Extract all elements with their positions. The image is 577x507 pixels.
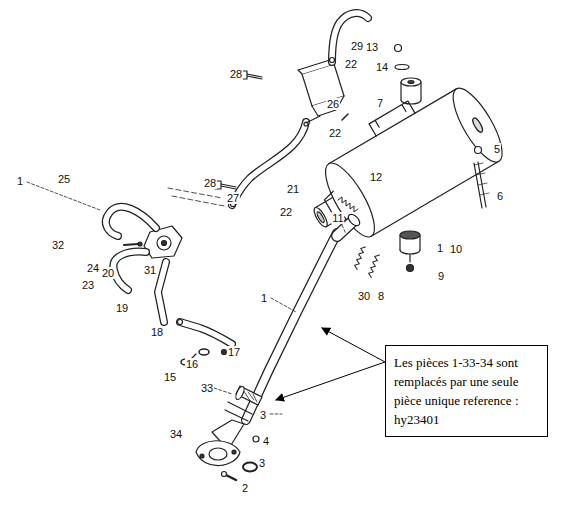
callout-number: 32	[51, 239, 65, 251]
callout-number: 25	[57, 173, 71, 185]
rubber-mount	[400, 231, 420, 272]
callout-number: 28	[229, 68, 243, 80]
callout-number: 21	[286, 183, 300, 195]
filter	[298, 13, 368, 123]
note-text: Les pièces 1-33-34 sont remplacés par un…	[394, 353, 541, 429]
callout-number: 9	[437, 270, 445, 282]
bolt-nut	[474, 147, 489, 209]
callout-number: 20	[101, 267, 115, 279]
callout-number: 22	[344, 58, 358, 70]
callout-number: 19	[115, 302, 129, 314]
callout-number: 3	[258, 457, 266, 469]
hose	[113, 252, 146, 290]
callout-number: 31	[143, 264, 157, 276]
hose	[158, 262, 166, 322]
leader-line	[27, 182, 346, 414]
callout-number: 17	[227, 346, 241, 358]
callout-number: 7	[376, 97, 384, 109]
callout-number: 12	[369, 171, 383, 183]
screw	[215, 71, 262, 189]
callout-number: 28	[203, 177, 217, 189]
callout-number: 11	[331, 212, 344, 224]
hose	[231, 122, 309, 207]
callout-number: 24	[86, 262, 100, 274]
callout-number: 1	[16, 175, 24, 187]
callout-number: 26	[326, 98, 340, 110]
callout-number: 22	[279, 206, 293, 218]
slip-joint	[225, 385, 262, 421]
callout-number: 33	[200, 382, 214, 394]
spring	[338, 197, 379, 278]
callout-number: 16	[185, 358, 199, 370]
note-box: Les pièces 1-33-34 sont remplacés par un…	[385, 345, 548, 437]
callout-number: 10	[449, 243, 463, 255]
callout-number: 15	[163, 371, 177, 383]
callout-number: 2	[241, 482, 249, 494]
callout-number: 27	[226, 192, 240, 204]
callout-number: 3	[259, 409, 267, 421]
callout-number: 5	[493, 143, 501, 155]
callout-number: 22	[328, 127, 342, 139]
note-arrow	[276, 328, 385, 400]
callout-number: 6	[496, 190, 504, 202]
callout-number: 18	[150, 326, 164, 338]
callout-number: 8	[377, 290, 385, 302]
exhaust-pipe	[246, 212, 362, 420]
callout-number: 1	[436, 242, 444, 254]
callout-number: 14	[375, 61, 389, 73]
hose	[106, 207, 156, 236]
mount-bushing	[395, 45, 422, 105]
callout-number: 1	[260, 292, 268, 304]
dashed-guide	[168, 188, 224, 206]
callout-number: 29	[350, 40, 364, 52]
callout-number: 23	[81, 279, 95, 291]
callout-number: 13	[365, 41, 379, 53]
callout-number: 4	[262, 435, 270, 447]
flange	[196, 420, 259, 480]
callout-number: 34	[169, 428, 183, 440]
callout-number: 30	[357, 290, 371, 302]
